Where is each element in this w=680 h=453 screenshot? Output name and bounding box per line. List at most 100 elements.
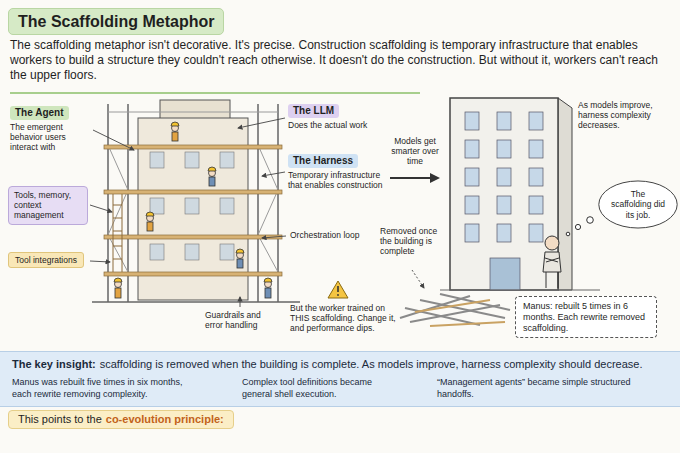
finished-building-part-part [490, 258, 520, 290]
finished-building-part-part [529, 140, 543, 158]
worker-figures-part [264, 278, 272, 298]
worker-figures-part-part [209, 177, 215, 186]
node-text: This points to the [18, 413, 102, 425]
scaffold-building-part [150, 152, 234, 260]
scaffold-building-part-part [185, 198, 199, 214]
worker-figures-part-part [171, 122, 179, 126]
scaffold-building-part-part [113, 246, 122, 247]
scaffold-building-part-part [185, 152, 199, 168]
leader-lines-part [90, 205, 112, 212]
worker-figures-part [146, 212, 154, 231]
finished-building-part-part [529, 168, 543, 186]
finished-building-part-part [465, 168, 479, 186]
callout-label: Guardrails and error handling [205, 310, 279, 330]
underline [10, 92, 420, 94]
text-line: This points to theco-evolution principle… [18, 413, 224, 426]
callout-heading: The Harness [288, 154, 358, 168]
scaffold-building-part-part [113, 218, 122, 219]
leader-lines-part [262, 236, 286, 238]
worker-figures-part [171, 122, 179, 141]
text-line: The key insight: scaffolding is removed w… [12, 357, 668, 371]
observer-figure-part [575, 224, 580, 229]
worker-figures-part-part [208, 167, 216, 171]
title-box: The Scaffolding Metaphor [8, 8, 224, 35]
scaffold-building-part-part [258, 145, 278, 190]
observer-figure-part [545, 236, 559, 250]
warning-note: But the worker trained on THIS scaffoldi… [290, 303, 400, 334]
worker-figures-part [114, 278, 122, 298]
finished-building-part-part [497, 168, 511, 186]
insight-item: “Management agents” became simple struct… [437, 377, 637, 400]
leader-lines-part [90, 261, 110, 262]
scaffold-building-part-part [258, 190, 278, 235]
callout-label: As models improve, harness complexity de… [578, 100, 676, 131]
finished-building-part-part [529, 224, 543, 242]
node-text: Tool integrations [15, 255, 77, 265]
removed-scaffolding-pile-part [405, 308, 480, 325]
leader-lines-part [262, 172, 285, 176]
node-text: “Management agents” became simple struct… [437, 377, 637, 400]
harness-callout: The HarnessTemporary infrastructure that… [288, 154, 384, 190]
tools-callout: Tools, memory, context management [8, 186, 88, 225]
leader-lines-part [93, 130, 134, 150]
finished-building-part [440, 290, 600, 291]
scaffold-building-part-part [113, 194, 114, 272]
llm-callout: The LLM Does the actual work [288, 104, 384, 130]
node-text: The emergent behavior users interact wit… [10, 122, 92, 153]
observer-figure-part [558, 272, 559, 288]
worker-figures-part [208, 167, 216, 186]
item-row: Manus was rebuilt five times in six mont… [12, 377, 668, 400]
scaffold-building-part-part [185, 244, 199, 260]
finished-building-part-part [465, 224, 479, 242]
worker-figures-part-part [264, 278, 272, 282]
warning-icon-part [328, 281, 348, 298]
node-text: Does the actual work [288, 120, 384, 130]
observer-figure-part [566, 232, 570, 236]
scaffold-building-part-part [108, 235, 128, 272]
scaffold-building-part-part [150, 152, 164, 168]
principle-band: This points to theco-evolution principle… [8, 410, 234, 429]
finished-building-part-part [497, 112, 511, 130]
tool-integrations-callout: Tool integrations [8, 252, 84, 268]
node-text: scaffolding is removed when the building… [100, 358, 643, 370]
worker-figures-part-part [146, 212, 154, 216]
scaffold-building-part-part [108, 145, 128, 190]
node-text: The scaffolding did its job. [610, 189, 666, 220]
finished-building-part [450, 98, 558, 290]
leader-lines-part [240, 297, 241, 307]
removed-scaffolding-pile-part [430, 322, 505, 326]
removed-scaffolding-pile-part [415, 300, 490, 312]
worker-figures-part-part [147, 222, 153, 231]
node-text: Manus: rebuilt 5 times in 6 months. Each… [523, 301, 649, 333]
scaffold-building-part-part [220, 198, 234, 214]
insight-item: Complex tool definitions became general … [242, 377, 392, 400]
scaffold-building [92, 100, 300, 302]
node-text: Manus was rebuilt five times in six mont… [12, 377, 197, 400]
node-text: Complex tool definitions became general … [242, 377, 392, 400]
node-text: Temporary infrastructure that enables co… [288, 170, 384, 190]
thought-bubble: The scaffolding did its job. [598, 180, 678, 229]
scaffold-building-part-part [104, 235, 282, 239]
finished-building-part-part [465, 112, 479, 130]
finished-building-part-part [497, 196, 511, 214]
observer-figure-part [546, 258, 559, 262]
scaffold-building-part-part [220, 244, 234, 260]
callout-heading: The LLM [288, 104, 339, 118]
agent-callout: The AgentThe emergent behavior users int… [10, 106, 92, 153]
worker-figures-part-part [115, 288, 121, 298]
finished-building-part-part [529, 196, 543, 214]
scaffold-building-part [160, 100, 230, 120]
scaffold-building-part [113, 194, 122, 272]
insight-band: The key insight: scaffolding is removed w… [0, 351, 680, 407]
node-text: The key insight: [12, 358, 96, 370]
bubble-ellipse [599, 181, 677, 228]
intro-text: The scaffolding metaphor isn't decorativ… [10, 38, 675, 83]
scaffold-building-part-part [104, 190, 282, 194]
finished-building-part-part [497, 224, 511, 242]
worker-figures-part-part [265, 288, 271, 298]
progress-arrow-part [390, 177, 432, 179]
scaffold-building-part-part [150, 198, 164, 214]
removed-scaffolding-pile [400, 294, 510, 326]
observer-figure-part [546, 272, 547, 288]
observer-figure [543, 217, 593, 288]
